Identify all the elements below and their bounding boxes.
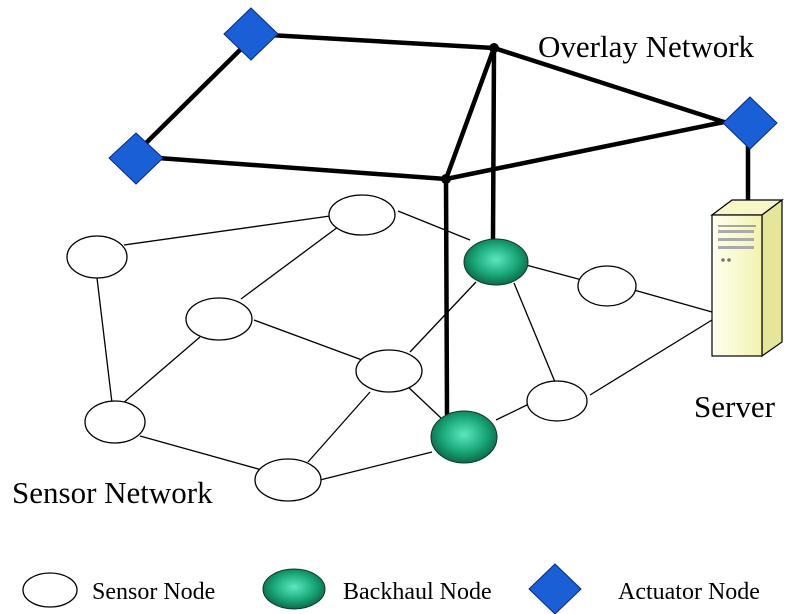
junction-dot	[489, 43, 499, 53]
sensor-links	[96, 210, 713, 481]
legend-backhaul-label: Backhaul Node	[343, 579, 492, 605]
link	[633, 289, 713, 313]
link	[513, 282, 556, 383]
overlay-link	[443, 176, 450, 417]
server-icon	[710, 198, 784, 358]
junction-dot	[441, 174, 451, 184]
legend-sensor-label: Sensor Node	[92, 579, 215, 605]
legend-actuator-icon	[528, 563, 582, 614]
link	[495, 402, 532, 421]
legend-backhaul-icon	[262, 568, 326, 610]
legend: Sensor Node Backhaul Node Actuator Node	[22, 563, 760, 614]
actuator-node	[722, 96, 778, 150]
sensor-node	[185, 297, 253, 341]
backhaul-nodes	[430, 238, 529, 464]
link	[240, 220, 347, 300]
sensor-node	[66, 235, 128, 279]
legend-actuator-label: Actuator Node	[618, 579, 760, 605]
backhaul-node	[463, 238, 529, 286]
link	[319, 451, 433, 481]
link	[589, 319, 713, 396]
overlay-link	[138, 45, 245, 151]
link	[405, 384, 442, 419]
link	[121, 336, 201, 405]
actuator-node	[108, 132, 164, 185]
legend-sensor-icon	[22, 572, 78, 608]
backhaul-node	[430, 410, 498, 464]
overlay-link	[443, 45, 497, 182]
sensor-node	[254, 458, 322, 502]
sensor-node	[526, 380, 588, 422]
link	[96, 277, 113, 404]
link	[123, 215, 331, 246]
link	[409, 281, 477, 353]
link	[139, 435, 263, 471]
overlay-link	[490, 45, 497, 243]
sensor-node	[328, 194, 396, 236]
server-label: Server	[694, 389, 776, 424]
overlay-link	[155, 155, 449, 182]
actuator-node	[223, 7, 279, 61]
link	[525, 264, 583, 281]
overlay-links	[138, 31, 751, 417]
link	[307, 391, 371, 463]
sensor-nodes	[66, 194, 637, 502]
actuator-nodes	[108, 7, 778, 185]
overlay-network-label: Overlay Network	[538, 29, 755, 64]
sensor-network-label: Sensor Network	[12, 475, 213, 510]
overlay-link	[491, 45, 727, 125]
sensor-node	[355, 349, 423, 393]
sensor-node	[84, 400, 146, 444]
overlay-link	[443, 119, 727, 182]
overlay-link	[248, 31, 497, 51]
link	[253, 319, 363, 361]
sensor-node	[577, 265, 637, 307]
link	[397, 210, 471, 241]
